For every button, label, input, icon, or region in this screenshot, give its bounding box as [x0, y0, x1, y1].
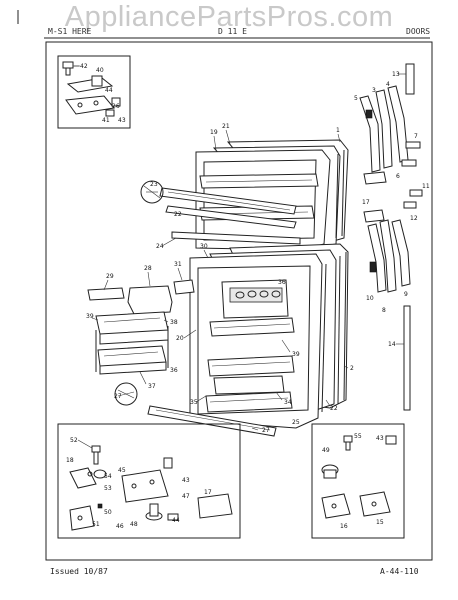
callout-28: 28: [144, 265, 152, 272]
callout-2: 2: [350, 365, 354, 372]
callout-30: 30: [200, 243, 208, 250]
callout-48: 48: [130, 521, 138, 528]
callout-19: 19: [210, 129, 218, 136]
fresh-food-callouts: 29 28 30 31 36 39 20 38 39 36 37 27 35 3…: [86, 243, 354, 434]
callout-50: 50: [104, 509, 112, 516]
inset-bottom-left: 52 18 54 53 50 51 45 46 48 47 43 17 44: [57, 423, 241, 539]
callout-51: 51: [92, 521, 100, 528]
callout-23: 23: [150, 181, 158, 188]
callout-11: 11: [422, 183, 430, 190]
callout-47: 47: [182, 493, 190, 500]
callout-10: 10: [366, 295, 374, 302]
callout-9: 9: [404, 291, 408, 298]
callout-46: 46: [116, 523, 124, 530]
callout-22: 22: [174, 211, 182, 218]
callout-18: 18: [66, 457, 74, 464]
callout-12: 12: [410, 215, 418, 222]
door-bins-left: [87, 279, 195, 406]
callout-13: 13: [392, 71, 400, 78]
header-model-left: M-S1 HERE: [48, 27, 92, 36]
callout-45: 45: [118, 467, 126, 474]
callout-34a: 36: [278, 279, 286, 286]
callout-39: 20: [176, 335, 184, 342]
callout-38: 39: [292, 351, 300, 358]
inset-top-left: 42 40 44 41 43 26: [57, 55, 131, 129]
watermark: AppliancePartsPros.com: [65, 1, 394, 33]
callout-27: 27: [114, 393, 122, 400]
callout-32: 34: [284, 399, 292, 406]
callout-17b: 17: [204, 489, 212, 496]
page-header: M-S1 HERE D 11 E DOORS: [17, 10, 430, 39]
freezer-callouts: 19 21 1 22 24 23: [140, 123, 341, 250]
callout-29: 29: [106, 273, 114, 280]
header-model-mid: D 11 E: [218, 27, 247, 36]
callout-54: 54: [104, 473, 112, 480]
callout-26: 26: [112, 103, 120, 110]
callout-24: 24: [156, 243, 164, 250]
callout-5: 5: [354, 95, 358, 102]
callout-25: 27: [262, 427, 270, 434]
footer-page-code: A-44-110: [380, 567, 419, 576]
header-section: DOORS: [406, 27, 430, 36]
callout-15: 15: [376, 519, 384, 526]
callout-37: 39: [86, 313, 94, 320]
callout-44: 44: [105, 87, 113, 94]
callout-8: 8: [382, 307, 386, 314]
right-callouts: 13 5 3 4 7 6 11 12 17 10 8 9 14: [354, 71, 430, 348]
callout-4: 4: [386, 81, 390, 88]
callout-55: 55: [354, 433, 362, 440]
callout-40: 40: [96, 67, 104, 74]
callout-21: 21: [222, 123, 230, 130]
callout-34b: 36: [170, 367, 178, 374]
callout-35: 37: [148, 383, 156, 390]
right-side-parts: [359, 63, 423, 411]
callout-43: 43: [118, 117, 126, 124]
callout-33: 35: [190, 399, 198, 406]
freezer-door: [159, 139, 349, 251]
page-footer: Issued 10/87 A-44-110: [50, 567, 419, 576]
callout-41: 41: [102, 117, 110, 124]
callout-20: 25: [292, 419, 300, 426]
callout-6: 6: [396, 173, 400, 180]
callout-17: 17: [362, 199, 370, 206]
callout-52: 52: [70, 437, 78, 444]
callout-43c: 43: [376, 435, 384, 442]
callout-14: 14: [388, 341, 396, 348]
footer-issued: Issued 10/87: [50, 567, 108, 576]
callout-3: 3: [372, 87, 376, 94]
callout-1: 1: [336, 127, 340, 134]
diagram-frame: [45, 41, 433, 561]
callout-53: 53: [104, 485, 112, 492]
callout-44b: 44: [172, 517, 180, 524]
callout-7: 7: [414, 133, 418, 140]
callout-43b: 43: [182, 477, 190, 484]
inset-bottom-right: 55 43 49 16 15: [311, 423, 405, 539]
fresh-food-door: [147, 243, 349, 437]
callout-49: 49: [322, 447, 330, 454]
callout-31: 31: [174, 261, 182, 268]
callout-42: 42: [80, 63, 88, 70]
callout-22b: 22: [330, 405, 338, 412]
callout-36: 38: [170, 319, 178, 326]
callout-16: 16: [340, 523, 348, 530]
